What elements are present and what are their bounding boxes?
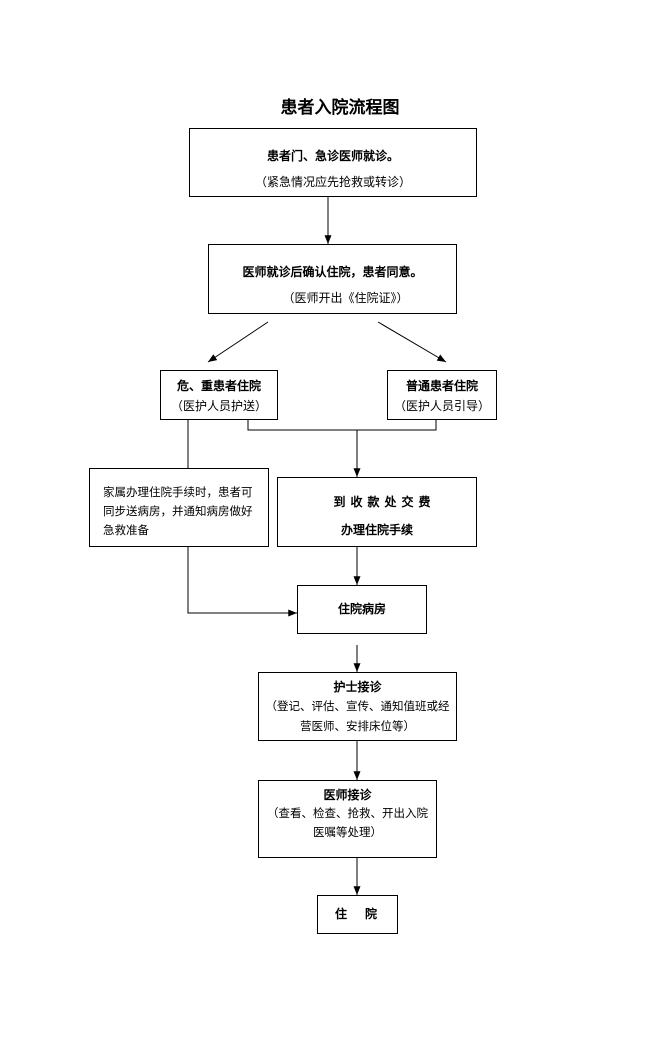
step-confirm-admission-note: （医师开出《住院证》） [282,291,409,305]
step-nurse-reception-line: （登记、评估、宣传、通知值班或经 [265,701,450,713]
step-first-visit-title: 患者门、急诊医师就诊。 [266,149,399,163]
step-payment-title: 到 收 款 处 交 费 [333,495,431,509]
step-critical-patient-title: 危、重患者住院 [176,379,261,393]
step-family-procedure-line: 同步送病房，并通知病房做好 [103,506,253,518]
step-doctor-reception-line: （查看、检查、抢救、开出入院 [267,808,428,820]
step-critical-patient-box: 危、重患者住院 （医护人员护送） [160,370,278,420]
step-admitted-title: 住 院 [334,907,380,921]
step-payment-subtitle: 办理住院手续 [340,523,413,537]
step-confirm-admission-box: 医师就诊后确认住院，患者同意。 （医师开出《住院证》） [208,244,457,314]
step-admitted-box: 住 院 [317,895,398,934]
arrow-family-to-ward [187,546,297,617]
arrow-confirm-to-critical [207,321,269,363]
step-critical-patient-note: （医护人员护送） [170,399,267,413]
step-first-visit-note: （紧急情况应先抢救或转诊） [254,175,411,189]
step-regular-patient-box: 普通患者住院 （医护人员引导） [387,370,497,420]
step-first-visit-box: 患者门、急诊医师就诊。 （紧急情况应先抢救或转诊） [189,128,477,197]
page-title: 患者入院流程图 [280,98,400,117]
step-family-procedure-line: 家属办理住院手续时，患者可 [103,487,253,499]
step-payment-box: 到 收 款 处 交 费 办理住院手续 [277,477,477,547]
step-regular-patient-title: 普通患者住院 [405,379,478,393]
step-regular-patient-note: （医护人员引导） [393,399,490,413]
step-family-procedure-line: 急救准备 [103,525,149,537]
step-confirm-admission-title: 医师就诊后确认住院，患者同意。 [242,265,423,279]
step-ward-box: 住院病房 [297,585,427,634]
step-family-procedure-box: 家属办理住院手续时，患者可 同步送病房，并通知病房做好 急救准备 [89,468,269,547]
arrow-confirm-to-regular [377,321,447,363]
step-nurse-reception-line: 营医师、安排床位等） [300,721,415,733]
step-nurse-reception-title: 护士接诊 [333,680,382,694]
line-merge-critical-regular [247,419,437,431]
step-nurse-reception-box: 护士接诊 （登记、评估、宣传、通知值班或经 营医师、安排床位等） [258,672,457,741]
step-doctor-reception-box: 医师接诊 （查看、检查、抢救、开出入院 医嘱等处理） [258,780,437,858]
step-ward-title: 住院病房 [337,602,386,616]
step-doctor-reception-title: 医师接诊 [323,788,372,802]
step-doctor-reception-line: 医嘱等处理） [313,827,382,839]
